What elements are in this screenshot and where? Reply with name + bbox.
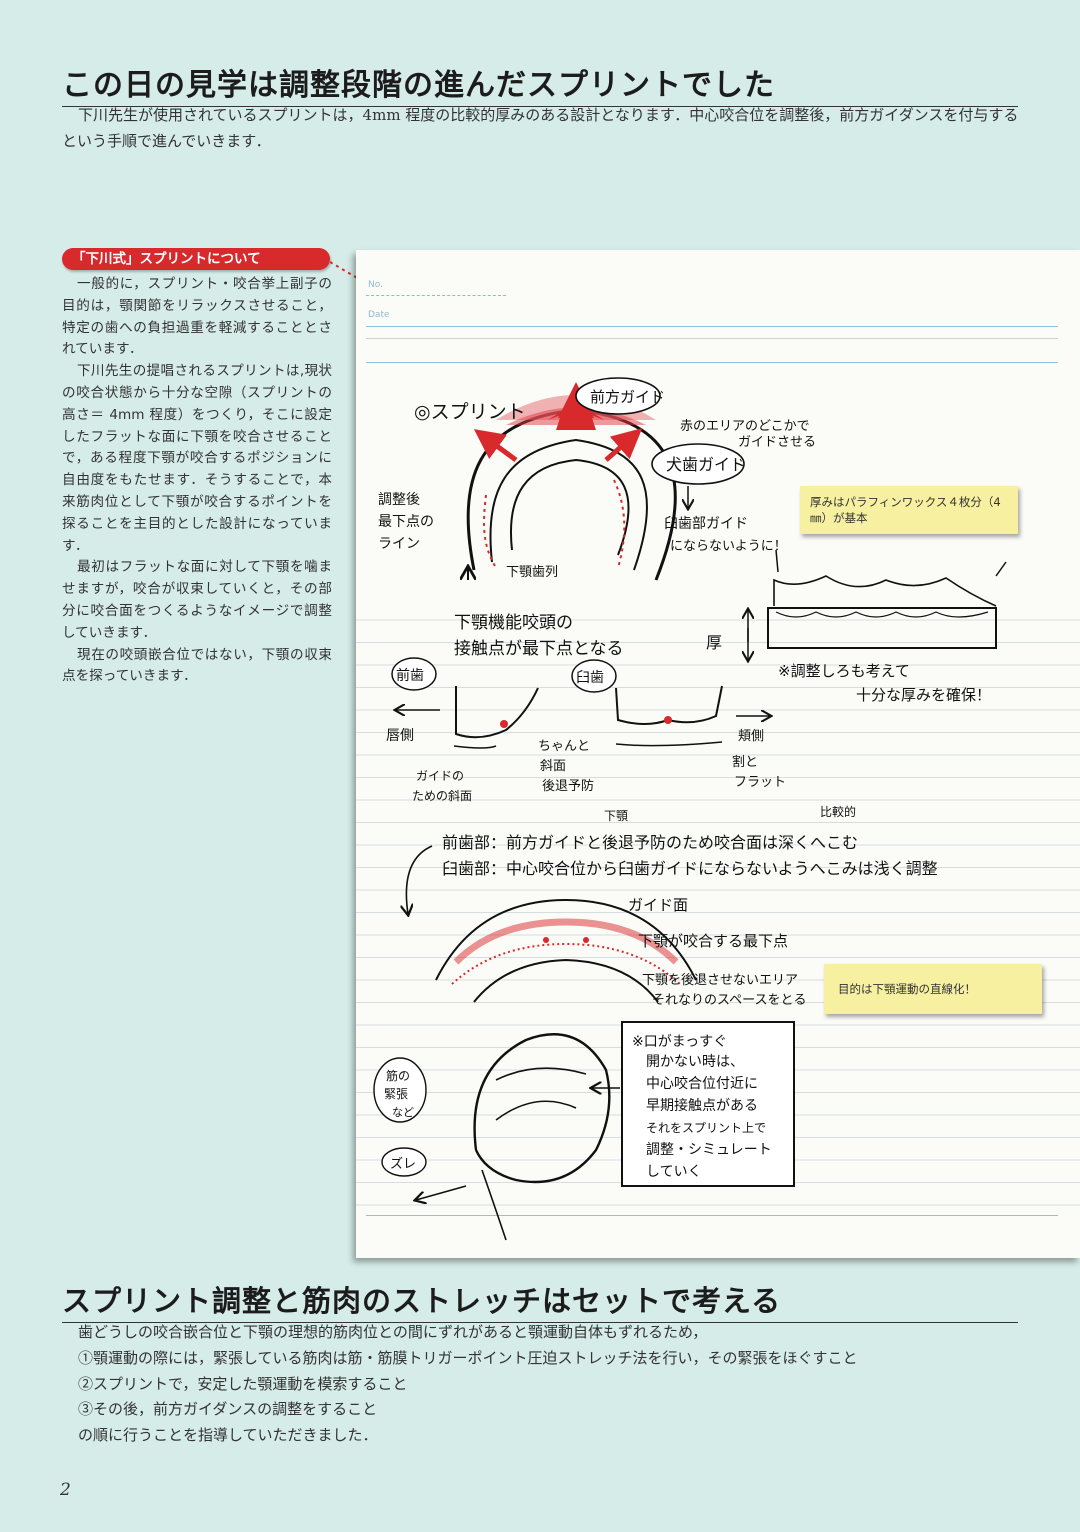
section-heading: スプリント調整と筋肉のストレッチはセットで考える: [62, 1278, 1018, 1323]
sidebar-paragraph: 下川先生の提唱されるスプリントは,現状の咬合状態から十分な空隙（スプリントの高さ…: [62, 363, 332, 554]
handwriting-label: 下顎歯列: [506, 565, 558, 580]
page-number: 2: [60, 1480, 71, 1500]
handwriting-label: 割と: [732, 754, 758, 770]
sidebar-paragraph: 一般的に，スプリント・咬合挙上副子の目的は，顎関節をリラックスさせること，特定の…: [62, 276, 332, 358]
handwriting-label: ズレ: [390, 1156, 416, 1172]
handwriting-label: ガイド面: [628, 896, 688, 914]
handwriting-label: 筋の: [386, 1068, 410, 1083]
notebook-rule: [366, 338, 1058, 339]
cross-section-drawings: [453, 685, 723, 749]
handwriting-label: 下顎: [604, 809, 628, 823]
handwriting-label: など: [392, 1106, 414, 1119]
handwriting-label: 前歯: [396, 667, 424, 684]
handwriting-label: ガイドの: [416, 769, 464, 783]
body-line: ②スプリントで，安定した顎運動を模索すること: [78, 1374, 408, 1393]
sidebar-text: 一般的に，スプリント・咬合挙上副子の目的は，顎関節をリラックスさせること，特定の…: [62, 274, 332, 688]
handwriting-label: 赤のエリアのどこかで: [680, 419, 810, 434]
handwriting-label: 後退予防: [542, 778, 594, 794]
handwritten-sketch: ◎スプリント 前方ガイド 赤のエリアのどこかで ガイドさせる 犬歯ガイド 調整後…: [373, 377, 1007, 1241]
sidebar-paragraph: 最初はフラットな面に対して下顎を噛ませますが，咬合が収束していくと，その部分に咬…: [62, 559, 332, 641]
handwriting-label: ライン: [378, 536, 420, 552]
notebook-rule: [366, 326, 1058, 327]
handwriting-label: ◎スプリント: [414, 401, 526, 423]
sticky-note-purpose: 目的は下顎運動の直線化！: [824, 964, 1042, 1014]
notebook-page: No. Date ◎スプリ: [356, 250, 1080, 1258]
tooth-row-drawing: [767, 549, 1007, 649]
handwriting-label: 臼歯: [576, 670, 604, 686]
body-line: ③その後，前方ガイダンスの調整をすること: [78, 1400, 378, 1419]
notebook-no-line: [366, 295, 506, 296]
handwriting-label: 唇側: [386, 728, 414, 744]
handwriting-label: ※調整しろも考えて: [778, 662, 910, 680]
handwriting-label: 犬歯ガイド: [666, 455, 746, 474]
mouth-drawing: [473, 1033, 611, 1241]
handwriting-label: ちゃんと: [538, 739, 590, 754]
occlusal-arch-drawing: [435, 898, 697, 1003]
handwriting-label: 前方ガイド: [590, 388, 665, 406]
body-line: ①顎運動の際には，緊張している筋肉は筋・筋膜トリガーポイント圧迫ストレッチ法を行…: [78, 1348, 858, 1367]
sticky-note-thickness: 厚みはパラフィンワックス４枚分（4 ㎜）が基本: [800, 486, 1018, 534]
handwriting-label: 比較的: [820, 804, 856, 819]
handwriting-label: 十分な厚みを確保！: [856, 686, 991, 704]
handwriting-label: 斜面: [540, 759, 566, 774]
handwriting-label: 調整後: [378, 492, 420, 508]
notebook-rule: [366, 362, 1058, 363]
handwriting-label: 頬側: [738, 729, 764, 744]
handwriting-label: 下顎を後退させないエリア: [642, 973, 798, 988]
handwriting-label: ガイドさせる: [738, 435, 816, 450]
handwriting-label: ための斜面: [412, 789, 472, 803]
notebook-footer-area: [356, 1225, 1080, 1258]
handwriting-label: 開かない時は、: [646, 1054, 744, 1070]
handwriting-label: 厚: [706, 633, 722, 652]
notebook-rule: [366, 1215, 1058, 1216]
handwriting-label: していく: [646, 1164, 702, 1180]
handwriting-label: 下顎が咬合する最下点: [638, 932, 788, 950]
notebook-date-label: Date: [368, 310, 390, 320]
intro-paragraph: 下川先生が使用されているスプリントは，4mm 程度の比較的厚みのある設計となりま…: [62, 106, 1019, 150]
section-body: 歯どうしの咬合嵌合位と下顎の理想的筋肉位との間にずれがあると顎運動自体もずれるた…: [78, 1320, 1018, 1449]
handwriting-label: 最下点の: [378, 514, 434, 530]
handwriting-label: それなりのスペースをとる: [652, 993, 806, 1008]
handwriting-label: 前歯部：前方ガイドと後退予防のため咬合面は深くへこむ: [442, 833, 858, 852]
handwriting-label: 早期接触点がある: [646, 1097, 758, 1114]
body-line: 歯どうしの咬合嵌合位と下顎の理想的筋肉位との間にずれがあると顎運動自体もずれるた…: [78, 1323, 708, 1341]
handwriting-label: にならないように！: [670, 539, 787, 554]
notebook-no-label: No.: [368, 280, 383, 290]
handwriting-label: 中心咬合位付近に: [646, 1075, 758, 1092]
handwriting-label: 下顎機能咬頭の: [454, 613, 573, 633]
sidebar-paragraph: 現在の咬頭嵌合位ではない，下顎の収束点を探っていきます．: [62, 646, 332, 685]
handwriting-label: ※口がまっすぐ: [632, 1034, 727, 1050]
handwriting-label: 臼歯部ガイド: [664, 516, 748, 532]
page-heading: この日の見学は調整段階の進んだスプリントでした: [62, 60, 1018, 107]
handwriting-label: 調整・シミュレート: [646, 1142, 772, 1158]
handwriting-label: それをスプリント上で: [646, 1121, 766, 1135]
handwriting-label: 接触点が最下点となる: [454, 639, 624, 659]
body-line: の順に行うことを指導していただきました．: [78, 1426, 378, 1445]
handwriting-label: 臼歯部：中心咬合位から臼歯ガイドにならないようへこみは浅く調整: [442, 859, 938, 878]
sidebar-title: 「下川式」スプリントについて: [62, 248, 330, 270]
handwriting-label: 緊張: [384, 1087, 408, 1101]
handwriting-label: フラット: [734, 775, 786, 790]
